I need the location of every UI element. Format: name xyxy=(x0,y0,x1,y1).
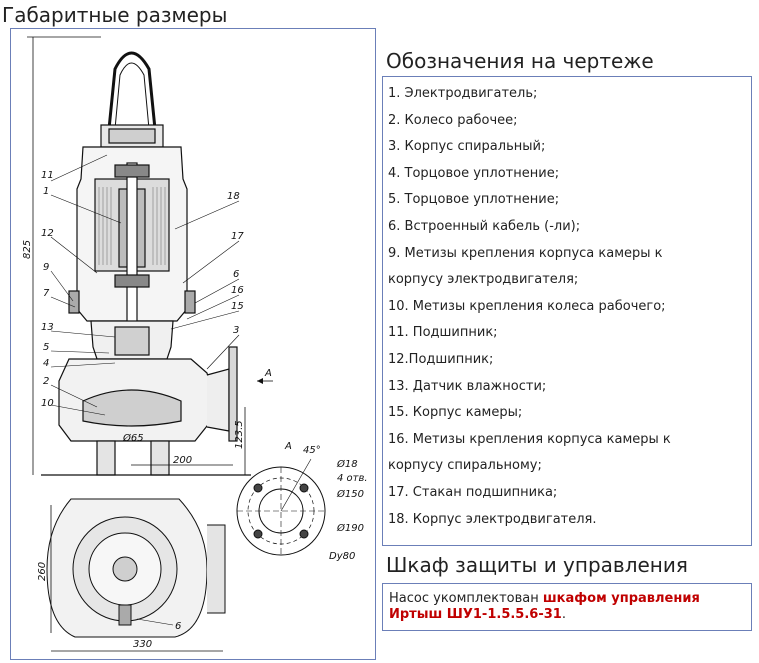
legend-item: 1. Электродвигатель; xyxy=(388,86,538,101)
pump-drawing-svg: 825 123.5 200 Ø65 A 11 1 12 9 7 xyxy=(22,36,368,652)
view-letter: A xyxy=(264,368,272,379)
legend-title: Обозначения на чертеже xyxy=(386,49,654,73)
dim-height: 825 xyxy=(22,240,33,259)
callout-5: 5 xyxy=(43,342,49,353)
legend-item: 6. Встроенный кабель (-ли); xyxy=(388,218,581,234)
flange-dn: Dy80 xyxy=(329,551,355,562)
legend-item: 11. Подшипник; xyxy=(388,325,498,341)
callout-10: 10 xyxy=(41,398,54,409)
dim-outlet-offset: 200 xyxy=(173,455,192,466)
flange-holes-count: 4 отв. xyxy=(337,473,368,484)
view-letter-flange: A xyxy=(284,441,292,452)
dim-plan-width: 330 xyxy=(133,639,152,650)
legend-item: 4. Торцовое уплотнение; xyxy=(388,165,560,181)
callout-18: 18 xyxy=(227,191,240,202)
legend-list: 1. Электродвигатель; 2. Колесо рабочее; … xyxy=(383,77,751,533)
cabinet-title: Шкаф защиты и управления xyxy=(386,553,688,577)
legend-item: 13. Датчик влажности; xyxy=(388,378,547,394)
legend-item: 12.Подшипник; xyxy=(388,351,494,367)
page-title: Габаритные размеры xyxy=(2,3,228,27)
callout-11: 11 xyxy=(41,170,54,181)
dim-shaft: Ø65 xyxy=(122,432,144,444)
legend-item: 3. Корпус спиральный; xyxy=(388,139,546,155)
callout-17: 17 xyxy=(231,231,244,242)
legend-item: корпусу электродвигателя; xyxy=(388,272,579,288)
dim-plan-height: 260 xyxy=(37,562,48,581)
cabinet-highlight: шкафом управления Иртыш ШУ1-1.5.5.6-31 xyxy=(389,591,700,622)
callout-3: 3 xyxy=(233,325,239,336)
cabinet-text-end: . xyxy=(561,607,566,622)
dim-outlet-height: 123.5 xyxy=(234,420,245,449)
legend-item: 18. Корпус электродвигателя. xyxy=(388,511,597,527)
callout-13: 13 xyxy=(41,322,54,333)
legend-box: 1. Электродвигатель; 2. Колесо рабочее; … xyxy=(382,76,752,546)
legend-item: 2. Колесо рабочее; xyxy=(388,112,518,128)
flange-bolt-circle: Ø150 xyxy=(336,488,364,500)
callout-6: 6 xyxy=(233,269,239,280)
callout-7: 7 xyxy=(43,288,50,299)
cabinet-box: Насос укомплектован шкафом управления Ир… xyxy=(382,583,752,631)
callout-16: 16 xyxy=(231,285,244,296)
flange-angle: 45° xyxy=(303,445,321,456)
legend-item: корпусу спиральному; xyxy=(388,458,542,474)
flange-hole: Ø18 xyxy=(336,458,358,470)
callout-12: 12 xyxy=(41,228,54,239)
dimensions-drawing: 825 123.5 200 Ø65 A 11 1 12 9 7 xyxy=(10,28,376,660)
callout-2: 2 xyxy=(43,376,49,387)
flange-outer: Ø190 xyxy=(336,522,364,534)
plan-callout-6: 6 xyxy=(175,621,181,632)
legend-item: 16. Метизы крепления корпуса камеры к xyxy=(388,431,671,447)
legend-item: 10. Метизы крепления колеса рабочего; xyxy=(388,298,666,314)
callout-4: 4 xyxy=(43,358,49,369)
legend-item: 15. Корпус камеры; xyxy=(388,405,523,421)
legend-item: 17. Стакан подшипника; xyxy=(388,484,558,500)
callout-15: 15 xyxy=(231,301,244,312)
legend-item: 9. Метизы крепления корпуса камеры к xyxy=(388,245,663,261)
legend-item: 5. Торцовое уплотнение; xyxy=(388,192,560,208)
callout-9: 9 xyxy=(43,262,49,273)
cabinet-text: Насос укомплектован xyxy=(389,591,543,606)
callout-1: 1 xyxy=(43,186,49,197)
